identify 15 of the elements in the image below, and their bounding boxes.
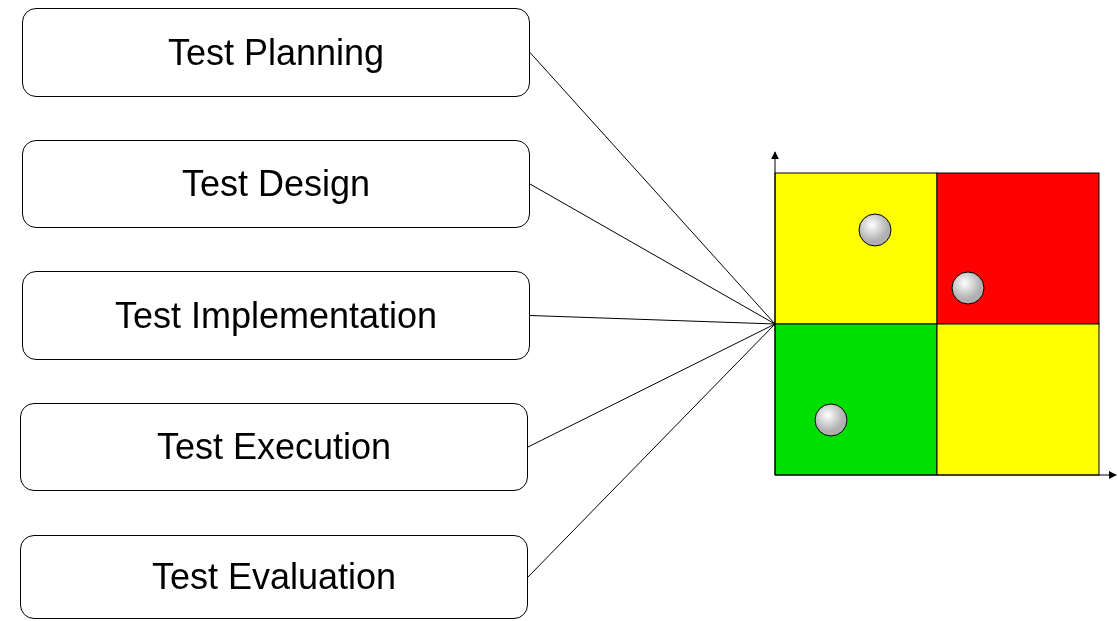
process-box — [22, 271, 530, 360]
connector-line — [527, 323, 776, 578]
connector-line — [529, 52, 776, 325]
box-label: Test Planning — [167, 31, 385, 74]
process-box — [20, 403, 528, 491]
connector-line — [527, 323, 776, 448]
box-label: Test Implementation — [114, 294, 438, 337]
connector-line — [529, 315, 776, 325]
process-box — [22, 8, 530, 97]
process-box — [22, 140, 530, 228]
connector-line — [529, 183, 776, 325]
process-box — [20, 535, 528, 619]
box-label: Test Evaluation — [151, 556, 397, 598]
box-label: Test Design — [181, 163, 371, 205]
box-label: Test Execution — [156, 426, 392, 468]
